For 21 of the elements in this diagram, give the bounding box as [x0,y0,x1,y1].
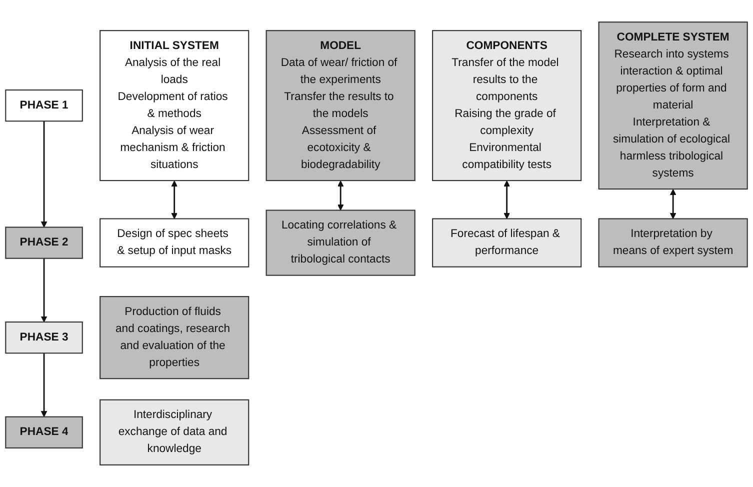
arrow [670,189,676,220]
node-box: Forecast of lifespan & performance [432,218,582,268]
node-box: Locating correlations & simulation of tribological contacts [266,210,416,276]
node-box: Interdisciplinary exchange of data and knowledge [100,399,250,466]
node-box: Interpretation by means of expert system [598,218,748,268]
arrow [171,180,178,220]
node-box: PHASE 2 [5,226,83,259]
arrow [40,121,48,228]
node-box: PHASE 3 [5,322,83,354]
node-box: Production of fluids and coatings, research and evaluation of the properties [100,296,250,380]
node-box: PHASE 1 [5,89,83,122]
node-box: INITIAL SYSTEM Analysis of the real loads Development of ratios & methods Analysis of wear mechanism & friction situations [100,30,250,182]
node-box: COMPONENTS Transfer of the model results to the components Raising the grade of complexity Environmental compatibility tests [432,30,582,182]
node-box: COMPLETE SYSTEM Research into systems interaction & optimal properties of form and material Interpretation & simulation of ecological harmless tribological systems [598,22,748,190]
arrow [337,180,344,211]
arrow [40,353,48,418]
node-box: PHASE 4 [5,416,83,448]
arrow [40,258,48,322]
node-box: MODEL Data of wear/ friction of the experiments Transfer the results to the models Assessment of ecotoxicity & biodegradability [266,30,416,182]
node-box: Design of spec sheets & setup of input masks [100,218,250,268]
arrow [504,180,510,220]
